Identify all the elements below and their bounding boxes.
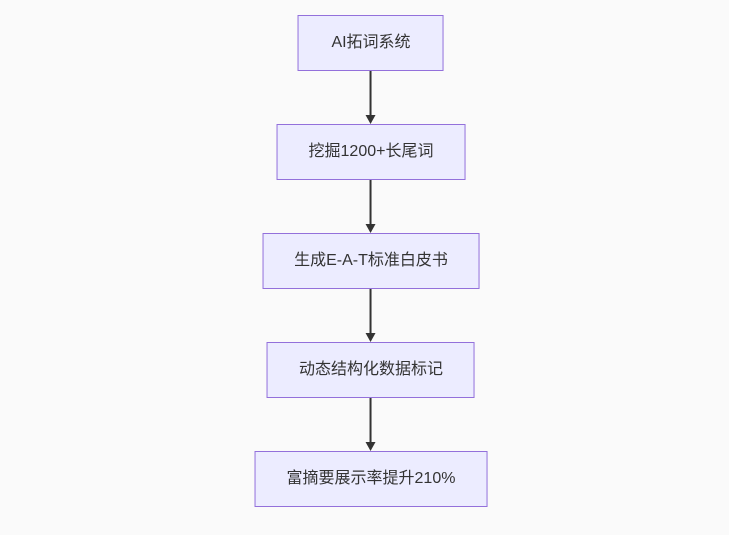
arrowhead-icon: [366, 442, 376, 451]
flow-edge-1: [366, 71, 376, 124]
node-label: AI拓词系统: [331, 34, 411, 51]
node-label: 挖掘1200+长尾词: [308, 143, 434, 160]
flow-edge-2: [366, 180, 376, 233]
node-label: 生成E-A-T标准白皮书: [294, 252, 448, 269]
node-longtail-keyword-mining: 挖掘1200+长尾词: [276, 124, 466, 180]
arrowhead-icon: [366, 115, 376, 124]
node-ai-keyword-system: AI拓词系统: [298, 15, 444, 71]
flowchart: AI拓词系统 挖掘1200+长尾词 生成E-A-T标准白皮书 动态结构化数据标记: [254, 15, 488, 507]
arrowhead-icon: [366, 224, 376, 233]
edge-line: [370, 398, 372, 442]
node-label: 动态结构化数据标记: [298, 361, 443, 378]
edge-line: [370, 180, 372, 224]
flow-edge-3: [366, 289, 376, 342]
node-eat-whitepaper: 生成E-A-T标准白皮书: [262, 233, 480, 289]
node-rich-snippet-rate-increase: 富摘要展示率提升210%: [254, 451, 488, 507]
arrowhead-icon: [366, 333, 376, 342]
node-label: 富摘要展示率提升210%: [286, 470, 456, 487]
flow-edge-4: [366, 398, 376, 451]
edge-line: [370, 71, 372, 115]
node-structured-data-markup: 动态结构化数据标记: [266, 342, 475, 398]
edge-line: [370, 289, 372, 333]
